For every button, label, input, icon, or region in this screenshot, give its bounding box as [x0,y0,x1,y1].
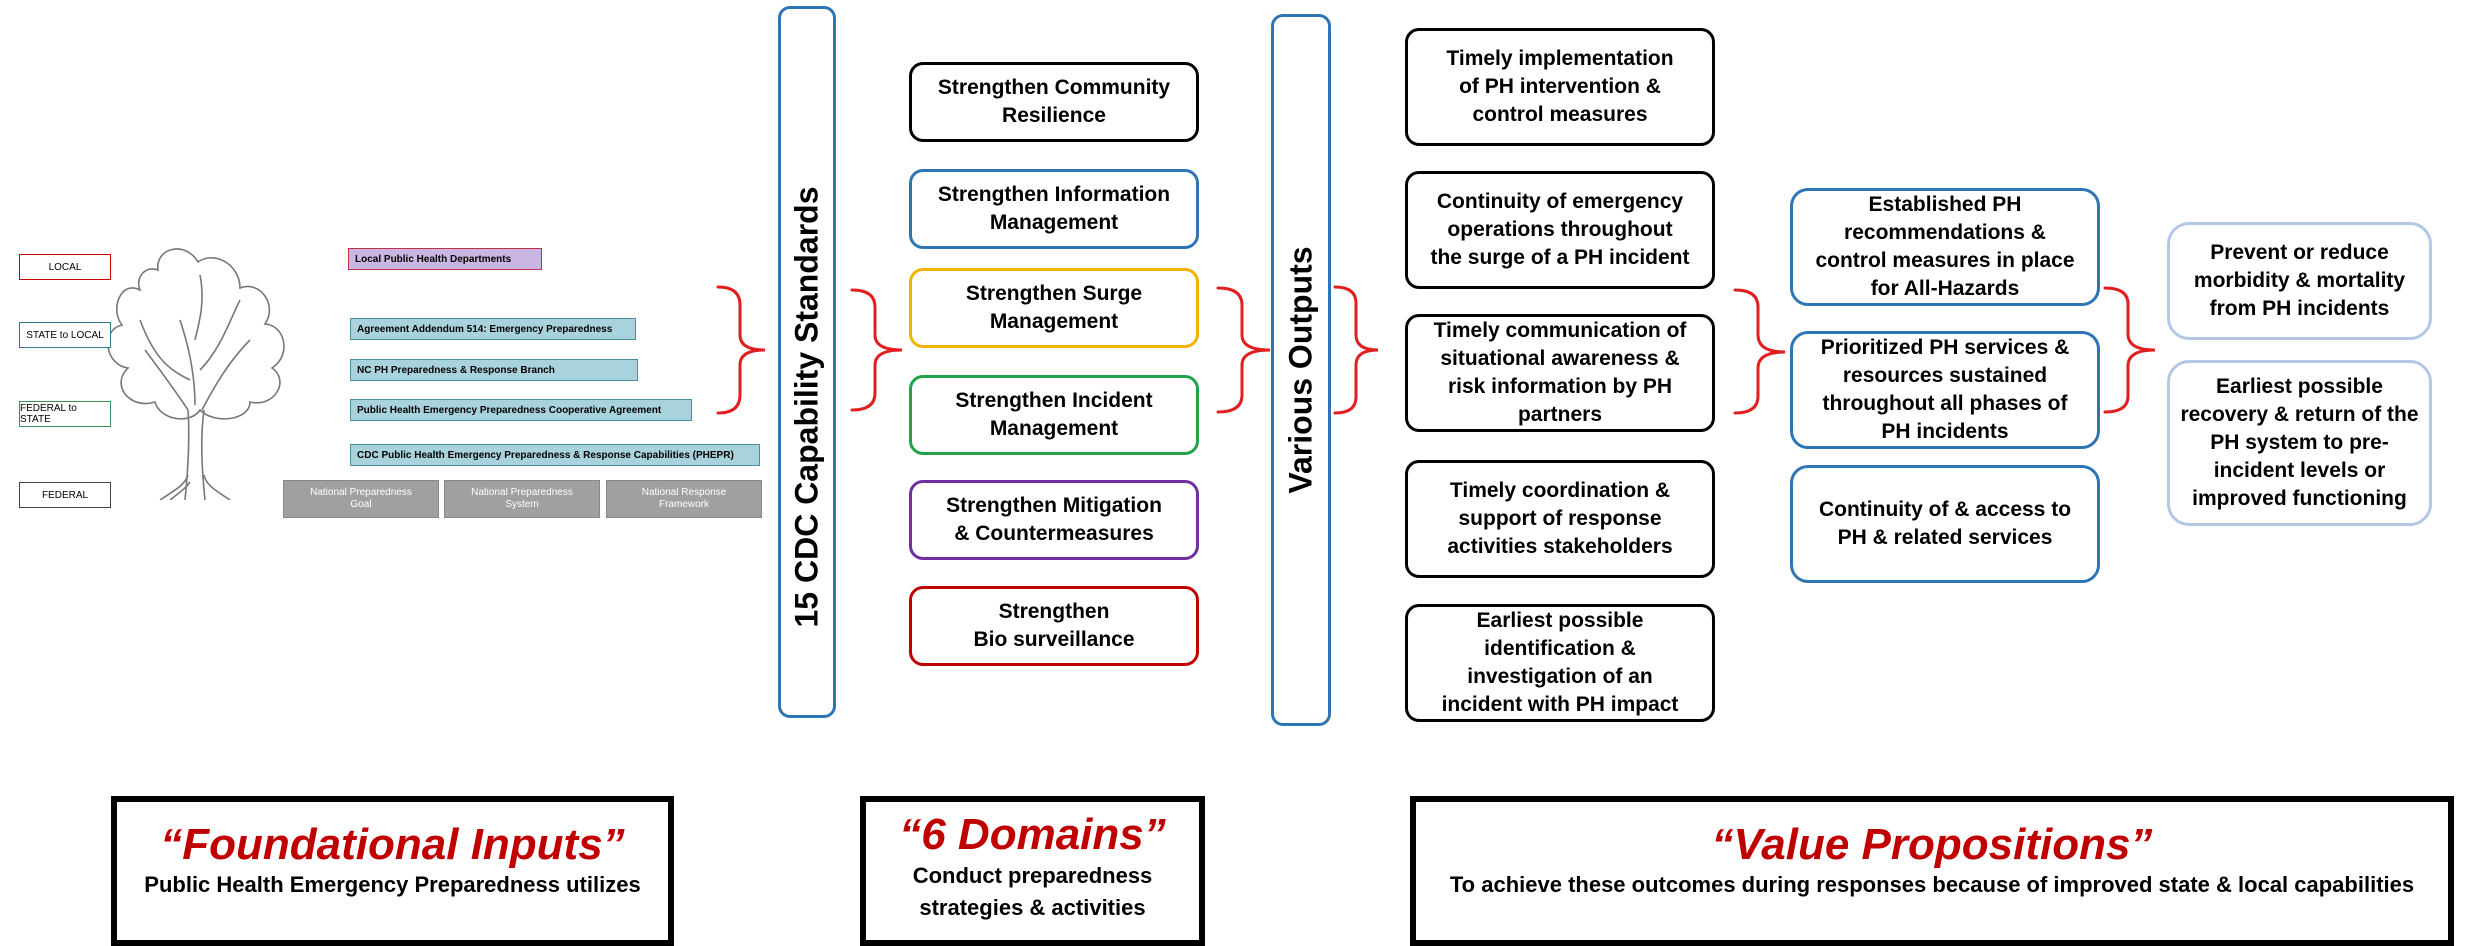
brace-outputs-bar-to-outputs [1333,285,1379,415]
input-nc-ph-branch: NC PH Preparedness & Response Branch [350,359,638,381]
tree-illustration [107,248,285,500]
foundational-inputs-title: “Foundational Inputs” [160,820,625,869]
brace-outcomes-to-impacts [2103,286,2156,414]
brace-outputs-to-outcomes [1733,288,1786,415]
foundational-inputs-subtitle: Public Health Emergency Preparedness uti… [144,872,641,897]
value-propositions-subtitle: To achieve these outcomes during respons… [1449,872,2415,897]
input-cdc-phepr: CDC Public Health Emergency Preparedness… [350,444,760,466]
value-propositions-title: “Value Propositions” [1711,820,2153,869]
six-domains-caption: “6 Domains” Conduct preparedness strateg… [860,796,1205,946]
input-phep-cooperative-agreement: Public Health Emergency Preparedness Coo… [350,399,692,421]
level-federal: FEDERAL [19,482,111,508]
six-domains-line2: strategies & activities [919,895,1146,920]
foundational-inputs-caption: “Foundational Inputs” Public Health Emer… [111,796,674,946]
input-agreement-addendum-514: Agreement Addendum 514: Emergency Prepar… [350,318,636,340]
level-federal-to-state: FEDERAL to STATE [19,401,111,427]
output-timely-coordination: Timely coordination &support of response… [1405,460,1715,578]
level-state-to-local: STATE to LOCAL [19,322,111,348]
capability-standards-bar [778,6,836,718]
value-propositions-caption: “Value Propositions” To achieve these ou… [1410,796,2454,946]
outcome-prioritized-services: Prioritized PH services &resources susta… [1790,331,2100,449]
brace-inputs-to-standards [716,285,766,415]
six-domains-title: “6 Domains” [899,810,1166,859]
six-domains-line1: Conduct preparedness [912,863,1153,888]
capability-standards-label: 15 CDC Capability Standards [788,186,825,628]
various-outputs-bar [1271,14,1331,726]
brace-standards-to-domains [850,288,903,412]
level-local: LOCAL [19,254,111,280]
various-outputs-label: Various Outputs [1282,246,1319,494]
brace-domains-to-outputs [1216,286,1271,414]
domain-mitigation-countermeasures: Strengthen Mitigation& Countermeasures [909,480,1199,560]
input-local-public-health-departments: Local Public Health Departments [348,248,542,270]
